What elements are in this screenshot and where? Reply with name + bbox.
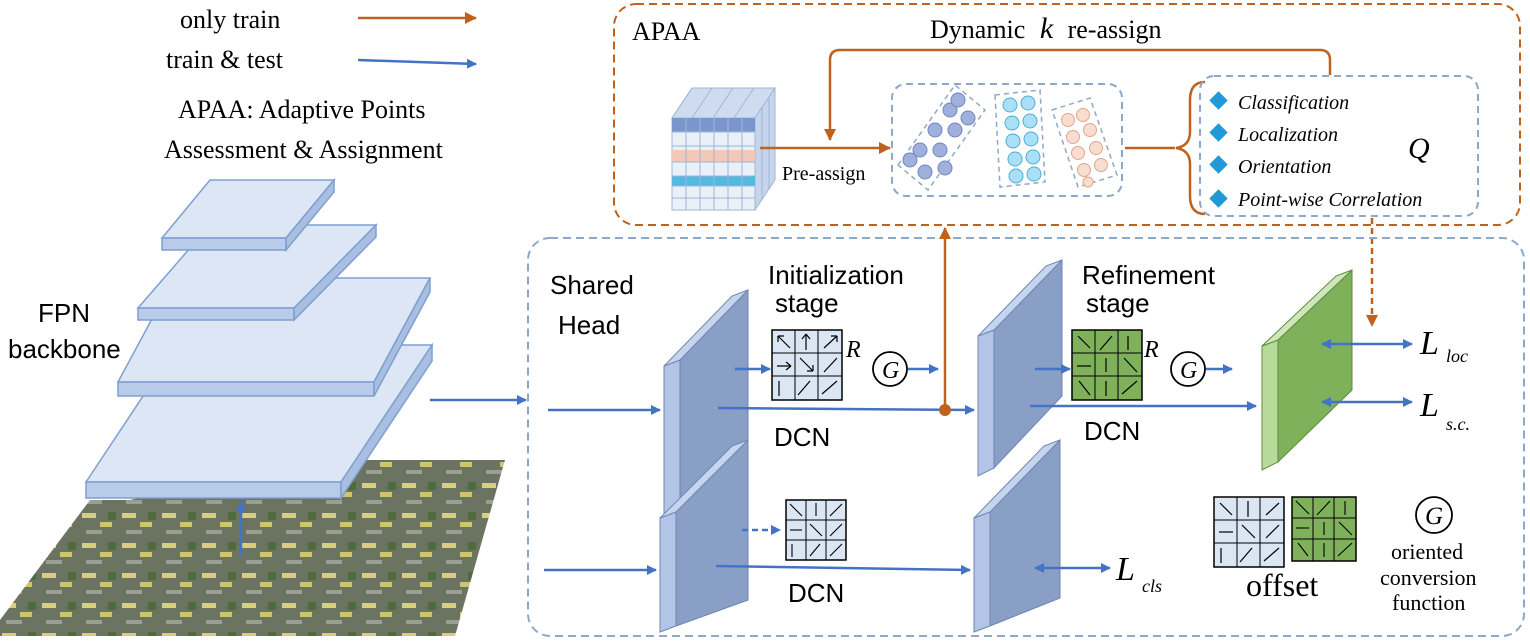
g-operator-refine — [1170, 351, 1206, 387]
feature-map-cls-1 — [659, 438, 749, 633]
criterion-diamond-3 — [1209, 155, 1228, 174]
g-symbol-init: G — [882, 358, 899, 384]
loss-sc-subscript: s.c. — [1446, 414, 1470, 434]
point-groups-box — [891, 83, 1123, 197]
init-offset-grid — [771, 329, 843, 401]
shared-head-line1: Shared — [550, 270, 634, 300]
point-group-1 — [896, 83, 987, 192]
pre-assign-label: Pre-assign — [782, 163, 865, 185]
init-stage-line2: stage — [775, 288, 839, 318]
offset-label: offset — [1246, 567, 1318, 603]
init-stage-line1: Initialization — [768, 260, 904, 290]
feature-map-refine — [977, 258, 1063, 477]
fpn-label-line1: FPN — [38, 298, 90, 328]
dcn-label-cls: DCN — [788, 578, 844, 608]
conversion-line3: function — [1392, 590, 1465, 615]
offset-legend-init-grid — [1213, 496, 1285, 568]
q-symbol: Q — [1408, 132, 1430, 165]
dcn-label-refine: DCN — [1084, 416, 1140, 446]
offset-legend-refine-grid — [1291, 496, 1357, 562]
criterion-classification: Classification — [1238, 92, 1349, 114]
legend-train-test-label: train & test — [166, 45, 284, 74]
loss-loc-subscript: loc — [1446, 346, 1468, 366]
loss-sc: L s.c. — [1419, 387, 1470, 434]
feature-map-cls-2 — [973, 438, 1061, 633]
loss-loc: L loc — [1419, 325, 1468, 366]
junction-dot — [939, 404, 951, 416]
shared-head-box — [527, 237, 1525, 637]
apaa-title: APAA — [632, 17, 701, 46]
criteria-box — [1199, 75, 1479, 217]
criterion-diamond-4 — [1209, 189, 1228, 208]
loss-sc-symbol: L — [1419, 387, 1439, 424]
point-group-2 — [994, 89, 1046, 188]
g-symbol-legend: G — [1425, 503, 1443, 530]
fpn-label-line2: backbone — [8, 334, 121, 364]
apaa-definition-line1: APAA: Adaptive Points — [178, 95, 426, 124]
conversion-line2: conversion — [1380, 565, 1477, 590]
legend-test-arrow — [357, 58, 477, 69]
apaa-box — [613, 3, 1521, 226]
criterion-diamond-1 — [1209, 91, 1228, 110]
loss-loc-symbol: L — [1419, 325, 1439, 362]
legend-only-train-label: only train — [180, 5, 280, 34]
point-group-3 — [1051, 97, 1118, 188]
criterion-orientation: Orientation — [1238, 156, 1331, 178]
dcn-label-init: DCN — [774, 422, 830, 452]
criteria-brace — [1175, 80, 1206, 216]
refine-stage-line1: Refinement — [1082, 260, 1216, 290]
head-flow-arrows — [544, 339, 1413, 575]
refine-stage-line2: stage — [1086, 288, 1150, 318]
loss-cls-subscript: cls — [1142, 576, 1162, 596]
refine-offset-grid — [1071, 329, 1143, 401]
feature-map-output — [1261, 268, 1353, 471]
r-symbol-refine: R — [1143, 337, 1159, 363]
criterion-point-correlation: Point-wise Correlation — [1237, 189, 1422, 211]
criterion-diamond-2 — [1209, 123, 1228, 142]
loss-cls-symbol: L — [1115, 551, 1135, 588]
r-symbol-init: R — [845, 337, 861, 363]
conversion-line1: oriented — [1391, 539, 1463, 564]
cls-offset-grid — [785, 499, 847, 561]
dynamic-reassign-label: Dynamic k re-assign — [930, 12, 1162, 45]
feature-cube — [671, 86, 776, 212]
apaa-definition-line2: Assessment & Assignment — [164, 135, 444, 164]
fpn-backbone — [0, 177, 505, 636]
dynamic-reassign-arrow — [824, 48, 1332, 141]
criterion-localization: Localization — [1237, 124, 1338, 146]
aerial-image — [0, 460, 505, 636]
criteria-diamonds — [1209, 91, 1228, 208]
g-symbol-refine: G — [1180, 358, 1197, 384]
g-operator-legend — [1415, 496, 1453, 534]
g-operator-init — [872, 351, 908, 387]
shared-head-line2: Head — [558, 310, 620, 340]
loss-cls: L cls — [1115, 551, 1162, 596]
